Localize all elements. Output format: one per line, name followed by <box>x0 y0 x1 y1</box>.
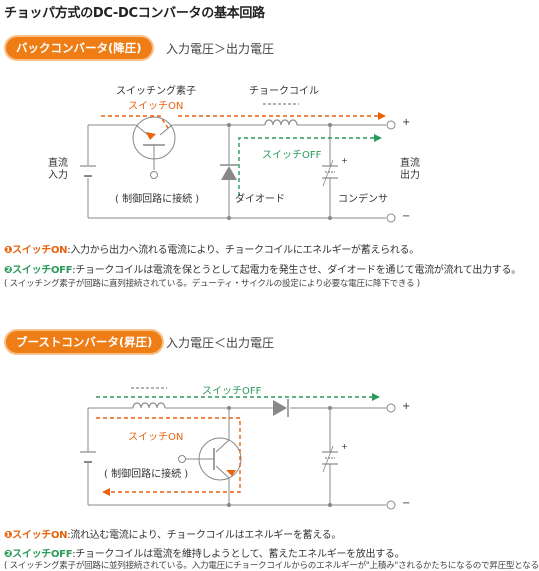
buck-switch-off-arrow <box>238 137 374 196</box>
boost-desc-2-text: :チョークコイルは電流を維持しようとして、蓄えたエネルギーを放出する。 <box>72 549 405 560</box>
boost-choke-coil-icon <box>131 387 167 409</box>
buck-desc-1: ❶スイッチON:入力から出力へ流れる電流により、チョークコイルにエネルギーが蓄え… <box>4 241 419 256</box>
page-title: チョッパ方式のDC-DCコンバータの基本回路 <box>4 6 265 21</box>
boost-badge: ブーストコンバータ(昇圧) <box>6 331 163 353</box>
buck-subtitle: 入力電圧＞出力電圧 <box>166 42 275 56</box>
buck-desc-2: ❷スイッチOFF:チョークコイルは電流を保とうとして起電力を発生させ、ダイオード… <box>4 261 521 276</box>
boost-desc-1: ❶スイッチON:流れ込む電流により、チョークコイルはエネルギーを蓄える。 <box>4 526 341 541</box>
boost-capacitor-icon <box>322 445 338 473</box>
buck-switch-on-label: スイッチON <box>128 101 184 112</box>
buck-desc-2-text: :チョークコイルは電流を保とうとして起電力を発生させ、ダイオードを通じて電流が流… <box>72 265 521 276</box>
buck-switch-off-label: スイッチOFF <box>262 150 322 161</box>
buck-badge: バックコンバータ(降圧) <box>6 37 152 59</box>
buck-switch-on-arrow <box>101 115 378 129</box>
buck-diode-label: ダイオード <box>235 194 285 205</box>
buck-diode-icon <box>220 164 238 180</box>
boost-switch-off-label: スイッチOFF <box>202 386 262 397</box>
buck-capacitor-label: コンデンサ <box>338 194 388 205</box>
buck-cap-plus-label: + <box>341 156 348 165</box>
buck-output-plus-terminal <box>386 120 396 130</box>
buck-note: ( スイッチング素子が回路に直列接続されている。デューティ・サイクルの設定により… <box>4 279 420 289</box>
buck-minus-label: − <box>402 211 411 222</box>
buck-circuit <box>87 124 386 219</box>
buck-control-label: ( 制御回路に接続 ) <box>115 194 200 205</box>
boost-subtitle: 入力電圧＜出力電圧 <box>166 336 275 350</box>
boost-switch-on-label: スイッチON <box>128 432 184 443</box>
buck-output-minus-terminal <box>386 213 396 223</box>
buck-dc-output-label: 直流 出力 <box>400 158 420 181</box>
buck-battery-icon <box>80 165 96 177</box>
boost-desc-2: ❷スイッチOFF:チョークコイルは電流を維持しようとして、蓄えたエネルギーを放出… <box>4 545 405 560</box>
buck-choke-coil-label: チョークコイル <box>249 86 319 97</box>
boost-desc-1-text: :流れ込む電流により、チョークコイルはエネルギーを蓄える。 <box>67 530 342 541</box>
buck-desc-2-key: ❷スイッチOFF <box>4 265 73 276</box>
boost-switch-on-arrow <box>96 417 241 493</box>
boost-desc-1-key: ❶スイッチON <box>4 530 68 541</box>
buck-choke-coil-icon <box>263 103 299 126</box>
buck-dc-input-label: 直流 入力 <box>48 158 68 181</box>
boost-cap-plus-label: + <box>341 442 348 451</box>
boost-control-label: ( 制御回路に接続 ) <box>104 469 189 480</box>
boost-circuit <box>87 407 386 506</box>
boost-desc-2-key: ❷スイッチOFF <box>4 549 73 560</box>
boost-output-minus-terminal <box>386 500 396 510</box>
boost-note: ( スイッチング素子が回路に並列接続されている。入力電圧にチョークコイルからのエ… <box>4 561 539 571</box>
boost-output-plus-terminal <box>386 403 396 413</box>
boost-minus-label: − <box>402 498 411 509</box>
boost-diode-icon <box>273 399 289 417</box>
boost-plus-label: + <box>402 401 411 412</box>
buck-plus-label: + <box>402 117 411 128</box>
buck-switch-element-label: スイッチング素子 <box>116 86 196 97</box>
buck-capacitor-icon <box>322 159 338 187</box>
buck-transistor-icon <box>132 116 176 179</box>
boost-transistor-icon <box>178 437 242 481</box>
boost-battery-icon <box>80 451 96 463</box>
buck-desc-1-key: ❶スイッチON <box>4 245 68 256</box>
buck-desc-1-text: :入力から出力へ流れる電流により、チョークコイルにエネルギーが蓄えられる。 <box>67 245 419 256</box>
